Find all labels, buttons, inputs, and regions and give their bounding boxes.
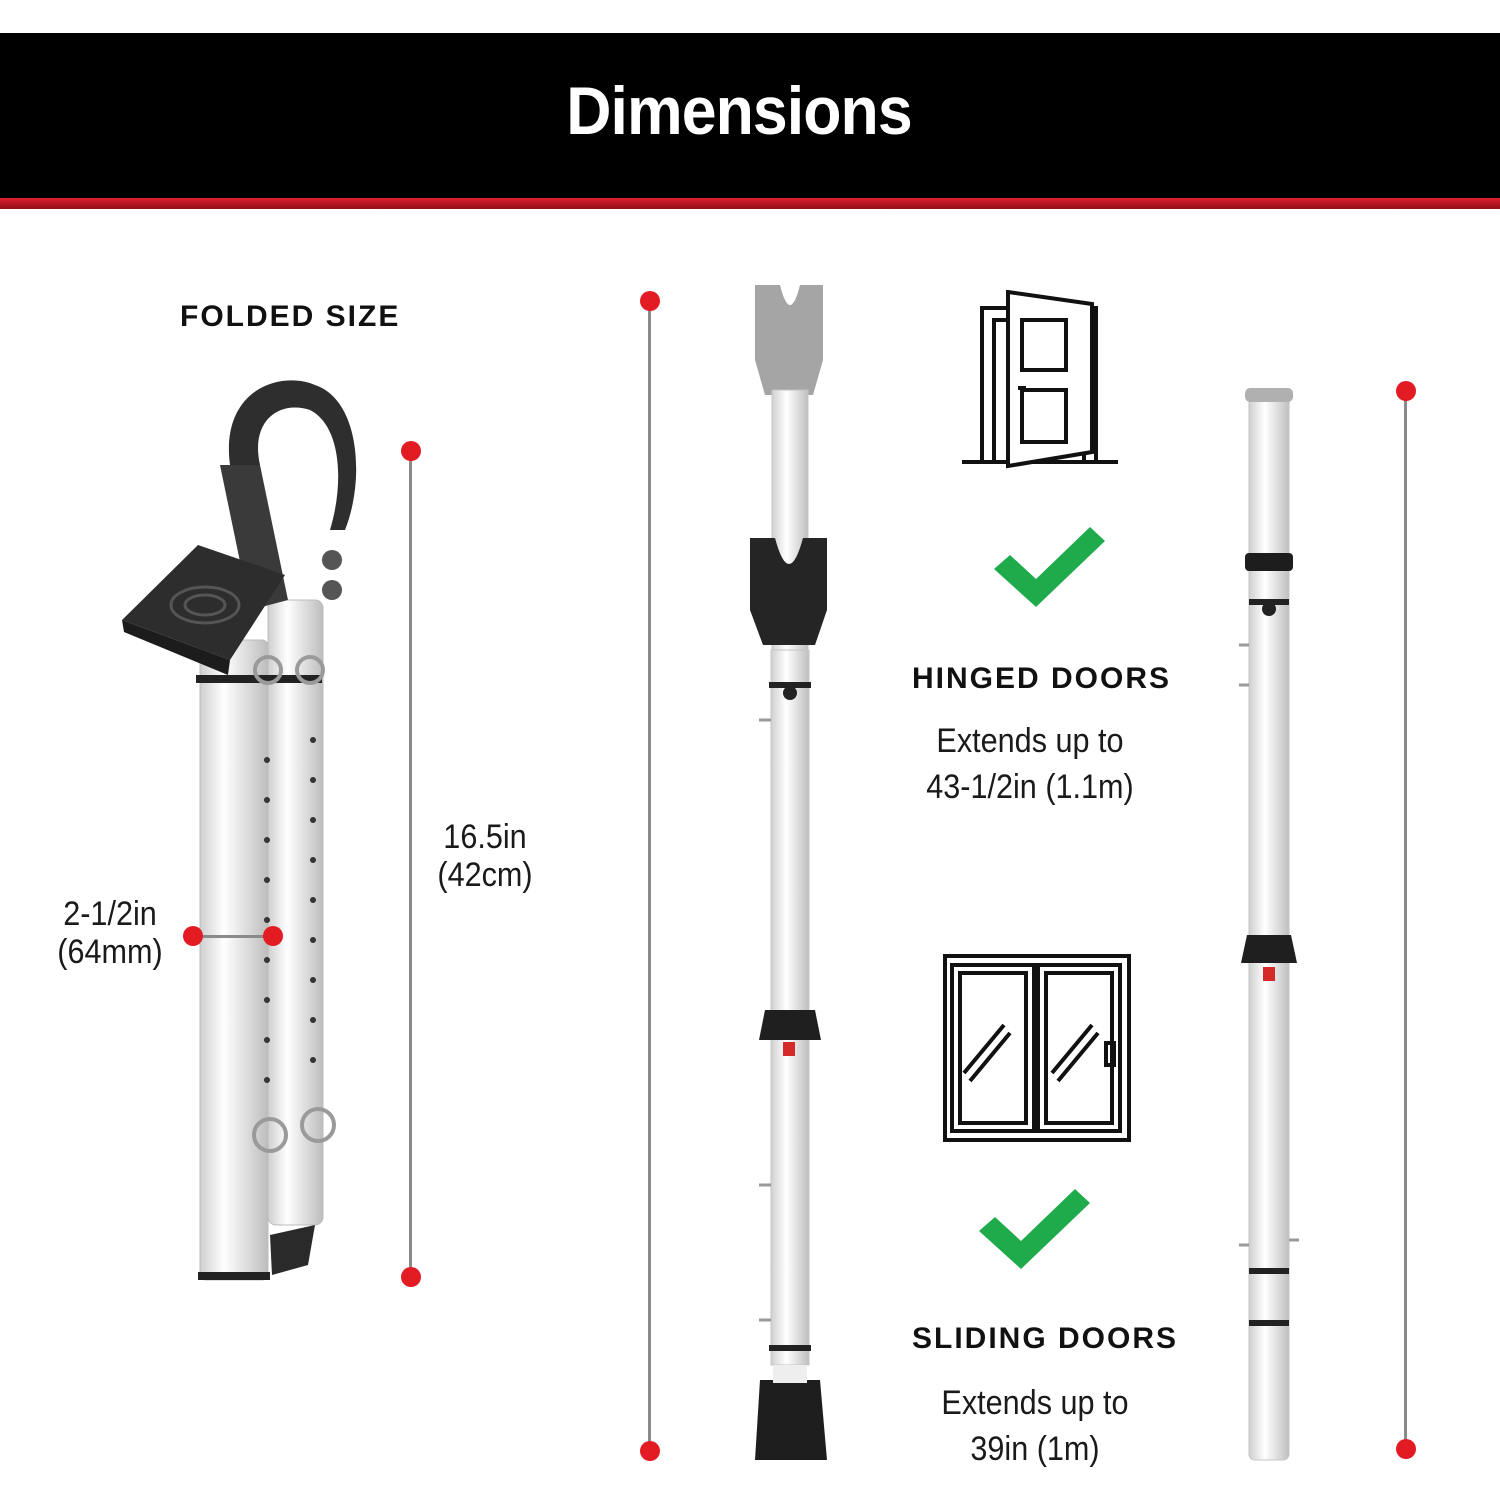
header-red-stripe xyxy=(0,198,1500,209)
folded-height-label: 16.5in (42cm) xyxy=(427,818,544,894)
folded-height-line xyxy=(409,450,412,1276)
folded-size-heading: FOLDED SIZE xyxy=(180,300,401,333)
folded-width-imperial: 2-1/2in xyxy=(63,895,157,933)
hinged-door-icon xyxy=(962,290,1118,469)
folded-width-right-dot xyxy=(263,926,283,946)
sliding-extends-line2: 39in (1m) xyxy=(970,1430,1100,1468)
sliding-doors-heading: SLIDING DOORS xyxy=(912,1322,1179,1355)
sliding-check-icon xyxy=(979,1189,1090,1269)
sliding-extends-text: Extends up to 39in (1m) xyxy=(909,1384,1161,1468)
hinged-height-top-dot xyxy=(640,291,660,311)
folded-height-imperial: 16.5in xyxy=(443,818,527,856)
folded-width-label: 2-1/2in (64mm) xyxy=(47,895,173,971)
folded-height-top-dot xyxy=(401,441,421,461)
header-banner xyxy=(0,33,1500,198)
sliding-height-line xyxy=(1404,390,1407,1448)
hinged-door-bar-illustration xyxy=(750,285,827,1460)
hinged-extends-text: Extends up to 43-1/2in (1.1m) xyxy=(904,722,1156,806)
sliding-extends-line1: Extends up to xyxy=(941,1384,1129,1422)
hinged-height-bottom-dot xyxy=(640,1441,660,1461)
folded-height-bottom-dot xyxy=(401,1267,421,1287)
folded-width-line xyxy=(193,935,273,938)
hinged-height-line xyxy=(648,300,651,1450)
hinged-extends-line1: Extends up to xyxy=(936,722,1124,760)
sliding-height-top-dot xyxy=(1396,381,1416,401)
folded-width-metric: (64mm) xyxy=(57,933,163,971)
sliding-door-bar-illustration xyxy=(1239,388,1299,1461)
hinged-check-icon xyxy=(994,527,1105,607)
hinged-extends-line2: 43-1/2in (1.1m) xyxy=(926,768,1134,806)
folded-bar-illustration xyxy=(122,380,357,1281)
folded-height-metric: (42cm) xyxy=(437,856,533,894)
page-title: Dimensions xyxy=(566,73,912,149)
hinged-doors-heading: HINGED DOORS xyxy=(912,662,1172,695)
sliding-door-icon xyxy=(943,954,1131,1142)
folded-width-left-dot xyxy=(183,926,203,946)
sliding-height-bottom-dot xyxy=(1396,1439,1416,1459)
